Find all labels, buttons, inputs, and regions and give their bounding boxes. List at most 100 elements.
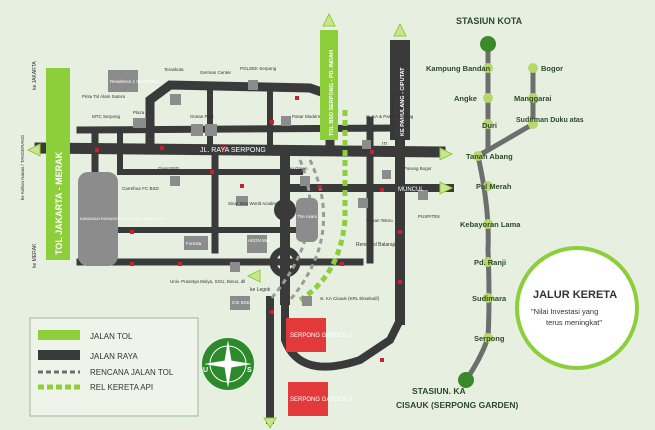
compass: U S xyxy=(202,338,254,390)
station-kota-icon xyxy=(480,36,496,52)
label-ke-kebon-nanas: ke Kebon Nanas / TANGERANG xyxy=(20,134,25,200)
building-the-avani xyxy=(296,198,318,242)
road-markers xyxy=(95,96,402,362)
serpong-garden-1 xyxy=(286,318,326,352)
legend: JALAN TOL JALAN RAYA RENCANA JALAN TOL R… xyxy=(29,317,199,417)
label-ke-jl-raya-pamulang: ke JL RAYA PAMULANG xyxy=(390,92,395,136)
building-plaza-bsd xyxy=(133,118,146,128)
label-ke-legok: ke Legok xyxy=(250,287,271,293)
serpong-garden-2 xyxy=(288,382,328,416)
building-pasar-modern xyxy=(281,116,291,126)
building-foresta xyxy=(184,236,208,250)
label-pintu-tol: Pintu Tol Alam Sutera xyxy=(82,94,125,99)
label-muncul: MUNCUL xyxy=(398,187,424,193)
planned-toll-road xyxy=(268,159,326,301)
building-puspitek xyxy=(418,190,428,200)
building-residence xyxy=(108,70,138,92)
label-paramount: KAWASAN PARAMOUNT GADING SERPONG xyxy=(80,216,164,221)
label-sinar-mas: Sinar Mas World Academy xyxy=(228,201,282,206)
label-carrefour: Carrefour FC BSD xyxy=(122,186,160,191)
building-univ xyxy=(230,262,240,272)
building-german-center xyxy=(205,124,217,136)
label-mtc: MTC Serpong xyxy=(92,114,121,119)
label-giant: Giant BSD xyxy=(158,166,180,171)
station-pal-merah: Pal Merah xyxy=(476,182,512,191)
arrow-right-icon xyxy=(439,181,454,195)
station-bogor: Bogor xyxy=(541,64,563,73)
building-parung xyxy=(382,170,391,179)
station-bogor-icon xyxy=(528,63,538,73)
station-sudirman: Sudirman Duku atas xyxy=(516,117,584,124)
label-plaza-bsd: Plaza BSD xyxy=(133,110,156,115)
label-univ: Univ. Prasetya Mulya, SGU, Binus, dll xyxy=(170,279,245,284)
buildings xyxy=(78,70,428,310)
station-kampung-bandan: Kampung Bandan xyxy=(426,64,491,73)
label-parung-bogor: Parung Bogor xyxy=(404,166,432,171)
label-serpong-garden-1: SERPONG GARDEN 1 xyxy=(290,333,353,339)
arrow-up-icon xyxy=(322,12,336,27)
rail-line xyxy=(298,110,348,303)
station-tanah-abang: Tanah Abang xyxy=(466,152,513,161)
building-teraskota xyxy=(170,94,181,105)
direction-arrows xyxy=(26,12,454,429)
label-ocean-park: Ocean Park xyxy=(190,114,215,119)
building-ice xyxy=(230,296,250,310)
label-foresta: Foresta xyxy=(186,241,202,246)
label-tol-bsd: TOL BSD SERPONG - PD. INDAH xyxy=(329,50,335,136)
rail-diagram: STASIUN KOTA Kampung Bandan Bogor Angke … xyxy=(396,16,584,410)
arrow-down-icon xyxy=(263,417,277,429)
label-raya-serpong: JL. RAYA SERPONG xyxy=(200,147,266,154)
legend-swatch-jalan-tol xyxy=(38,330,80,340)
label-itc: ITI xyxy=(382,141,387,146)
building-polsek xyxy=(248,80,258,90)
compass-north: U xyxy=(203,367,208,374)
jalur-subtitle-1: "Nilai Investasi yang xyxy=(531,307,598,316)
building-cisauk xyxy=(302,296,312,306)
label-st-ka-pasar: st. KA & Pasar Serpong xyxy=(366,114,414,119)
label-pamulang: KE PAMULANG - CIPUTAT xyxy=(400,67,406,136)
label-polsek: POLSEK Serpong xyxy=(240,66,277,71)
building-taman-tekno xyxy=(358,198,368,208)
building-st-ka xyxy=(362,140,371,149)
station-cisauk-icon xyxy=(458,372,474,388)
building-aeon xyxy=(247,235,267,253)
label-ke-jakarta: ke JAKARTA xyxy=(32,61,38,90)
label-st-ka-cisauk: st. KA Cisauk (KRL Eksekutif) xyxy=(320,296,380,301)
station-dots xyxy=(473,63,538,343)
jalur-title: JALUR KERETA xyxy=(533,289,617,301)
station-duri: Duri xyxy=(482,121,497,130)
building-paramount xyxy=(78,172,118,266)
arrow-up-icon xyxy=(393,22,407,37)
label-pasar-modern: Pasar Modern xyxy=(292,114,321,119)
label-the-green: The Green xyxy=(286,166,308,171)
arrow-right-icon xyxy=(439,147,454,161)
label-german-center: German Center xyxy=(200,70,232,75)
building-the-green xyxy=(300,176,310,186)
station-kebayoran: Kebayoran Lama xyxy=(460,220,521,229)
place-labels: KAWASAN PARAMOUNT GADING SERPONG Pintu T… xyxy=(80,66,440,403)
toll-road-pamulang xyxy=(390,40,410,140)
legend-label-jalan-tol: JALAN TOL xyxy=(90,332,133,341)
toll-road-jakarta-merak xyxy=(46,68,70,260)
label-ice: ICE BSD xyxy=(232,300,251,305)
station-pd-ranji: Pd. Ranji xyxy=(474,258,506,267)
label-ke-merak: ke MERAK xyxy=(32,243,38,268)
station-angke: Angke xyxy=(454,94,477,103)
jalur-kereta-badge: JALUR KERETA "Nilai Investasi yang terus… xyxy=(515,246,639,370)
label-teraskota: Teraskota xyxy=(164,67,184,72)
toll-road-bsd xyxy=(320,30,338,140)
station-sudimara: Sudimara xyxy=(472,294,507,303)
legend-label-rencana: RENCANA JALAN TOL xyxy=(90,368,174,377)
legend-label-jalan-raya: JALAN RAYA xyxy=(90,352,138,361)
label-taman-tekno: Taman Tekno xyxy=(366,218,393,223)
jalur-subtitle-2: terus meningkat" xyxy=(546,318,602,327)
station-manggarai: Manggarai xyxy=(514,94,552,103)
building-sinar-mas xyxy=(236,196,248,206)
arrow-left-icon xyxy=(246,269,261,283)
label-serpong-garden-2: SERPONG GARDEN 2 xyxy=(290,397,353,403)
label-renc-tol-balaraja: Renc. Tol Balaraja xyxy=(356,242,397,248)
rail-bottom-label-2: CISAUK (SERPONG GARDEN) xyxy=(396,400,518,410)
building-giant xyxy=(170,176,180,186)
compass-south: S xyxy=(247,367,252,374)
